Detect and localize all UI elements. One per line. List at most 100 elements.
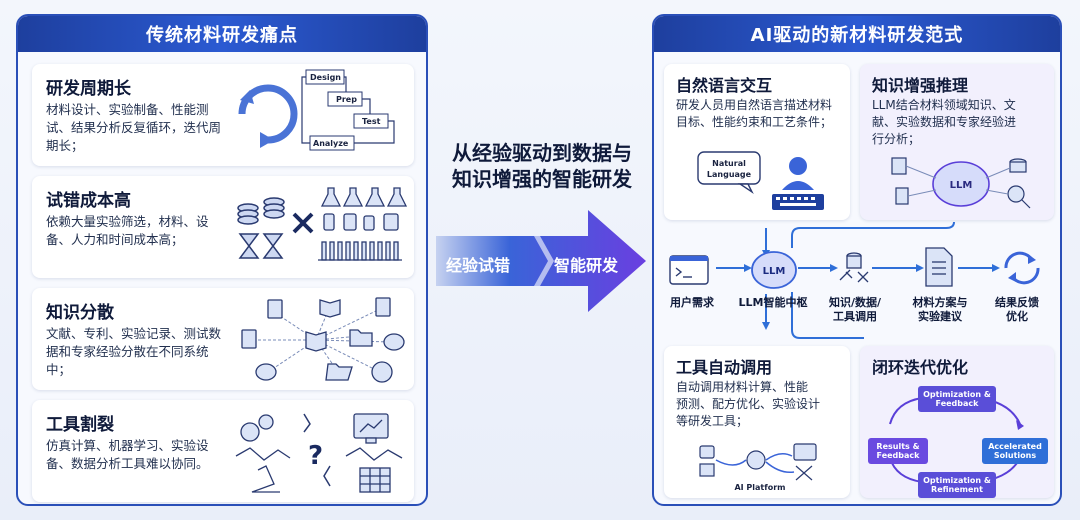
ai-platform-label: AI Platform [734,483,785,492]
tool-calling-card: 工具自动调用 自动调用材料计算、性能 预测、配方优化、实验设计 等研发工具； A… [664,346,850,498]
robot-icon [699,445,715,459]
bubble-text-line1: Natural [712,159,746,168]
loop-step-top: Optimization & Feedback [918,386,996,412]
nl-card-desc-line1: 研发人员用自然语言描述材料 [676,98,833,112]
cost-illustration [237,187,408,261]
flow-label-user: 用户需求 [670,296,714,309]
loop-card-title: 闭环迭代优化 [872,358,969,377]
waterfall-step-prep: Prep [336,95,357,104]
center-title-line1: 从经验驱动到数据与 [452,141,632,165]
flow-arrow-to-loop [791,292,864,339]
plan-document-icon [925,247,953,287]
user-at-keyboard-icon [772,157,824,210]
flow-label-feedback-line2: 优化 [1006,310,1028,323]
waterfall-steps: Design Prep Test Analyze [305,69,389,151]
flow-label-tools-line1: 知识/数据/ [828,296,882,309]
book-icon [891,157,907,175]
pain-card-desc: 仿真计算、机器学习、实验设备、数据分析工具难以协同。 [46,438,209,471]
fragmented-tools-illustration: ? [235,413,403,493]
brain-icon [255,363,277,381]
open-book-icon [319,299,341,318]
pain-card-title: 知识分散 [46,303,114,323]
cross-icon [292,212,314,234]
pain-points-panel: 传统材料研发痛点 研发周期长 材料设计、实验制备、性能测试、结果分析反复循环，迭… [16,14,428,506]
loop-step-right: Accelerated Solutions [982,438,1048,464]
kr-llm-label: LLM [950,180,973,191]
document-icon [267,299,283,319]
folder-icon [349,329,373,347]
head-gear-icon [371,361,393,383]
flow-label-plan-line1: 材料方案与 [912,296,968,309]
loop-step-bottom: Optimization & Refinement [918,472,996,498]
pain-card-scattered-knowledge: 知识分散 文献、专利、实验记录、测试数据和专家经验分散在不同系统中； [32,288,414,390]
tool-card-desc-line2: 预测、配方优化、实验设计 [676,397,821,411]
brain-icon [932,161,990,207]
document-icon [895,187,909,205]
monitor-chart-icon [793,443,817,461]
folder-icon [325,363,353,381]
tool-card-title: 工具自动调用 [676,358,773,377]
scattered-knowledge-illustration [241,297,405,383]
center-title-line2: 知识增强的智能研发 [452,167,632,191]
kr-card-desc-line3: 行分析； [872,132,921,146]
gear-icon [258,414,274,430]
flow-label-tools-line2: 工具调用 [833,310,877,323]
kr-card-desc-line1: LLM结合材料领域知识、文 [872,98,1016,112]
closed-loop-card: 闭环迭代优化 Optimization & Feedback Accelerat… [860,346,1054,498]
tools-db-icon [839,252,869,283]
llm-hub-brain-icon: LLM [751,251,797,289]
pain-card-fragmented-tools: 工具割裂 仿真计算、机器学习、实验设备、数据分析工具难以协同。 ? [32,400,414,502]
nl-interaction-card: 自然语言交互 研发人员用自然语言描述材料 目标、性能约束和工艺条件； Natur… [664,64,850,220]
flow-label-feedback-line1: 结果反馈 [995,296,1039,309]
document-icon [241,329,257,349]
lab-flasks-icon [318,187,408,261]
pain-card-desc: 文献、专利、实验记录、测试数据和专家经验分散在不同系统中； [46,326,222,377]
ai-paradigm-header: AI驱动的新材料研发范式 [654,16,1060,52]
brain-icon [383,333,405,351]
coins-icon [237,197,285,225]
cycle-waterfall-illustration: Design Prep Test Analyze [238,69,395,151]
arrow-label-intelligent: 智能研发 [554,256,619,275]
tools-icon [795,465,813,481]
kr-card-title: 知识增强推理 [872,76,969,95]
pain-card-long-cycle: 研发周期长 材料设计、实验制备、性能测试、结果分析反复循环，迭代周期长； Des… [32,64,414,166]
nl-illustration: Natural Language [697,151,824,210]
svg-text:LLM: LLM [763,266,786,277]
flow-label-tools: 知识/数据/ 工具调用 [820,296,890,324]
tool-card-desc: 自动调用材料计算、性能 预测、配方优化、实验设计 等研发工具； [676,379,820,430]
pain-card-title: 研发周期长 [46,79,131,99]
nl-card-title: 自然语言交互 [676,76,773,95]
flow-label-hub: LLM智能中枢 [738,296,808,309]
flow-diagram: LLM [669,222,1040,339]
pain-card-desc: 材料设计、实验制备、性能测试、结果分析反复循环，迭代周期长； [46,102,222,153]
pain-card-title: 工具割裂 [46,415,114,435]
ai-platform-illustration: AI Platform [699,443,817,492]
gear-icon [240,422,260,442]
flow-label-feedback: 结果反馈 优化 [982,296,1052,324]
zigzag-line-icon [345,447,403,461]
tool-card-desc-line3: 等研发工具； [676,414,749,428]
terminal-icon [669,255,709,285]
kr-illustration: LLM [891,157,1031,209]
book-icon [305,331,327,352]
document-icon [375,297,391,317]
ai-paradigm-panel: AI驱动的新材料研发范式 自然语言交互 研发人员用自然语言描述材料 目标、性能约… [652,14,1062,506]
microscope-icon [251,465,280,493]
center-title: 从经验驱动到数据与 知识增强的智能研发 [436,140,648,192]
pain-card-desc: 依赖大量实验筛选，材料、设备、人力和时间成本高； [46,214,209,247]
database-icon [699,463,715,477]
spreadsheet-icon [359,467,391,493]
flow-label-plan-line2: 实验建议 [918,310,962,323]
flow-arrow-to-kr [791,222,955,248]
knowledge-reasoning-card: 知识增强推理 LLM结合材料领域知识、文 献、实验数据和专家经验进 行分析； L… [860,64,1054,220]
tool-card-desc-line1: 自动调用材料计算、性能 [676,380,809,394]
zigzag-line-icon [235,447,291,461]
waterfall-step-design: Design [310,73,341,82]
transformation-arrow [436,210,646,312]
waterfall-step-test: Test [362,117,381,126]
pain-card-title: 试错成本高 [46,191,131,211]
loop-step-left: Results & Feedback [868,438,928,464]
bubble-text-line2: Language [707,170,752,179]
kr-card-desc: LLM结合材料领域知识、文 献、实验数据和专家经验进 行分析； [872,97,1016,148]
hourglass-icon [238,233,284,259]
